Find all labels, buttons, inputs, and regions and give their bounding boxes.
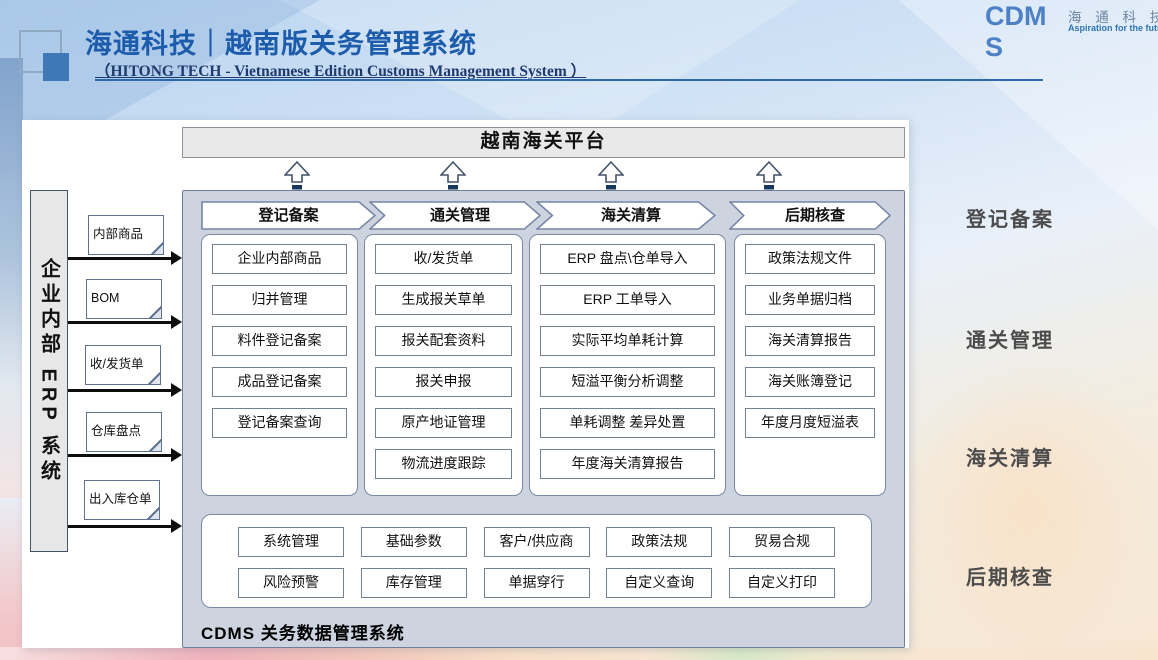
chevron-shape-icon bbox=[369, 201, 541, 230]
header-rule-line bbox=[95, 79, 1043, 81]
chevron-shape-icon bbox=[536, 201, 716, 230]
page-title: 海通科技｜越南版关务管理系统 bbox=[85, 29, 477, 59]
module-item: 报关申报 bbox=[375, 367, 512, 397]
module-item: 料件登记备案 bbox=[212, 326, 347, 356]
module-item: 单耗调整 差异处置 bbox=[540, 408, 715, 438]
column-post-audit: 政策法规文件 业务单据归档 海关清算报告 海关账簿登记 年度月度短溢表 bbox=[734, 234, 886, 496]
stage-header-post-audit: 后期核查 bbox=[729, 201, 891, 230]
module-item: 风险预警 bbox=[238, 568, 344, 598]
doc-inout-warehouse: 出入库仓单 bbox=[84, 480, 160, 520]
stage-header-liquidation: 海关清算 bbox=[536, 201, 716, 230]
flow-arrow-icon bbox=[68, 316, 182, 329]
cdms-system-container: 登记备案 通关管理 海关清算 后期核查 企业内部商品 归并管理 料件登记备案 成… bbox=[182, 190, 905, 648]
module-item: 生成报关草单 bbox=[375, 285, 512, 315]
stage-header-clearance: 通关管理 bbox=[369, 201, 541, 230]
stage-header-label: 通关管理 bbox=[429, 207, 490, 224]
flow-arrow-icon bbox=[68, 252, 182, 265]
module-item: 系统管理 bbox=[238, 527, 344, 557]
up-arrow-icon bbox=[439, 160, 467, 191]
module-item: 贸易合规 bbox=[729, 527, 835, 557]
module-item: 库存管理 bbox=[360, 568, 467, 598]
side-label-registration: 登记备案 bbox=[966, 209, 1054, 231]
chevron-shape-icon bbox=[729, 201, 891, 230]
module-item: 成品登记备案 bbox=[212, 367, 347, 397]
stage-header-label: 海关清算 bbox=[600, 207, 661, 224]
column-registration: 企业内部商品 归并管理 料件登记备案 成品登记备案 登记备案查询 bbox=[201, 234, 358, 496]
module-item: 海关清算报告 bbox=[745, 326, 875, 356]
chevron-shape-icon bbox=[201, 201, 376, 230]
module-item: 登记备案查询 bbox=[212, 408, 347, 438]
logo-square-fill bbox=[43, 53, 69, 81]
up-arrow-icon bbox=[755, 160, 783, 191]
column-liquidation: ERP 盘点\仓单导入 ERP 工单导入 实际平均单耗计算 短溢平衡分析调整 单… bbox=[529, 234, 726, 496]
module-item: 报关配套资料 bbox=[375, 326, 512, 356]
side-label-liquidation: 海关清算 bbox=[966, 448, 1054, 470]
diagram-canvas: 越南海关平台 企业内部 ERP 系统 内部商品 BOM 收/发货单 仓库盘点 出… bbox=[22, 120, 909, 648]
stage-header-label: 登记备案 bbox=[258, 207, 319, 224]
vietnam-customs-platform-bar: 越南海关平台 bbox=[182, 127, 905, 158]
module-item: 业务单据归档 bbox=[745, 285, 875, 315]
module-item: 单据穿行 bbox=[483, 568, 590, 598]
page-subtitle: （HITONG TECH - Vietnamese Edition Custom… bbox=[95, 63, 587, 80]
stage-header-label: 后期核查 bbox=[784, 207, 845, 224]
flow-arrow-icon bbox=[68, 384, 182, 397]
module-item: 自定义查询 bbox=[606, 568, 713, 598]
company-name: 海 通 科 技 bbox=[1068, 10, 1158, 25]
module-item: 自定义打印 bbox=[729, 568, 835, 598]
module-item: 原产地证管理 bbox=[375, 408, 512, 438]
bottom-color-strip bbox=[0, 647, 1158, 660]
module-item: 政策法规文件 bbox=[745, 244, 875, 274]
module-item: 归并管理 bbox=[212, 285, 347, 315]
common-modules-box: 系统管理 基础参数 客户/供应商 政策法规 贸易合规 风险预警 库存管理 单据穿… bbox=[201, 514, 872, 608]
doc-receipt-delivery: 收/发货单 bbox=[85, 345, 161, 385]
erp-system-label: 企业内部 ERP 系统 bbox=[37, 257, 60, 485]
module-item: 收/发货单 bbox=[375, 244, 512, 274]
flow-arrow-icon bbox=[68, 449, 182, 462]
stage-header-registration: 登记备案 bbox=[201, 201, 376, 230]
doc-bom: BOM bbox=[86, 279, 162, 319]
module-item: 年度海关清算报告 bbox=[540, 449, 715, 479]
module-item: 短溢平衡分析调整 bbox=[540, 367, 715, 397]
module-item: 客户/供应商 bbox=[483, 527, 590, 557]
company-slogan: Aspiration for the future bbox=[1068, 23, 1158, 33]
module-item: 物流进度跟踪 bbox=[375, 449, 512, 479]
up-arrow-icon bbox=[283, 160, 311, 191]
module-item: 政策法规 bbox=[606, 527, 713, 557]
logo-square-outline bbox=[19, 30, 62, 73]
module-item: ERP 盘点\仓单导入 bbox=[540, 244, 715, 274]
erp-system-box: 企业内部 ERP 系统 bbox=[30, 190, 68, 552]
column-clearance: 收/发货单 生成报关草单 报关配套资料 报关申报 原产地证管理 物流进度跟踪 bbox=[364, 234, 523, 496]
flow-arrow-icon bbox=[68, 520, 182, 533]
module-item: ERP 工单导入 bbox=[540, 285, 715, 315]
module-item: 基础参数 bbox=[360, 527, 467, 557]
doc-warehouse-count: 仓库盘点 bbox=[86, 412, 162, 452]
module-item: 海关账簿登记 bbox=[745, 367, 875, 397]
cdms-caption: CDMS 关务数据管理系统 bbox=[201, 624, 405, 643]
cdms-logo: CDMS bbox=[985, 1, 1047, 63]
module-item: 企业内部商品 bbox=[212, 244, 347, 274]
module-item: 实际平均单耗计算 bbox=[540, 326, 715, 356]
side-label-post-audit: 后期核查 bbox=[966, 567, 1054, 589]
common-modules-row: 系统管理 基础参数 客户/供应商 政策法规 贸易合规 bbox=[202, 527, 871, 557]
up-arrow-icon bbox=[597, 160, 625, 191]
side-label-clearance: 通关管理 bbox=[966, 330, 1054, 352]
module-item: 年度月度短溢表 bbox=[745, 408, 875, 438]
doc-internal-goods: 内部商品 bbox=[88, 215, 164, 255]
common-modules-row: 风险预警 库存管理 单据穿行 自定义查询 自定义打印 bbox=[202, 568, 871, 598]
